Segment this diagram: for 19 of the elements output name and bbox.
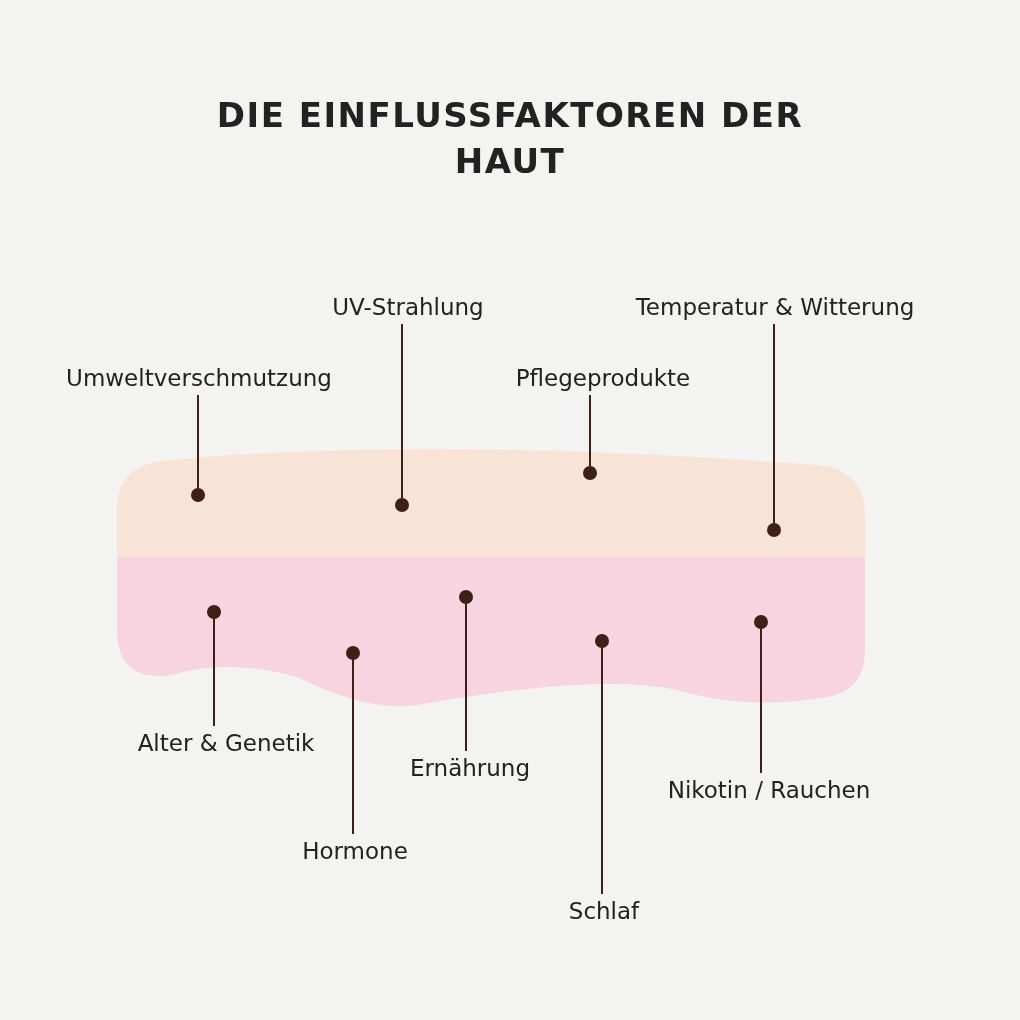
factor-label: UV-Strahlung bbox=[332, 294, 484, 320]
factor-label: Schlaf bbox=[568, 898, 640, 924]
factor-label: Ernährung bbox=[410, 755, 530, 781]
factor-label: Pflegeprodukte bbox=[515, 365, 691, 391]
factor-label: Temperatur & Witterung bbox=[635, 294, 915, 320]
leader-line bbox=[346, 646, 360, 835]
factor-label: Hormone bbox=[302, 838, 408, 864]
leader-line bbox=[207, 605, 221, 727]
leader-line bbox=[395, 323, 409, 512]
factor-label: Umweltverschmutzung bbox=[66, 365, 332, 391]
factor-label: Nikotin / Rauchen bbox=[667, 777, 871, 803]
leader-line bbox=[767, 323, 781, 537]
leader-line bbox=[583, 394, 597, 480]
title: DIE EINFLUSSFAKTOREN DER HAUT bbox=[215, 94, 805, 183]
leader-line bbox=[191, 394, 205, 502]
leader-line bbox=[459, 590, 473, 752]
leader-line bbox=[754, 615, 768, 774]
factor-label: Alter & Genetik bbox=[137, 730, 315, 756]
leader-line bbox=[595, 634, 609, 895]
